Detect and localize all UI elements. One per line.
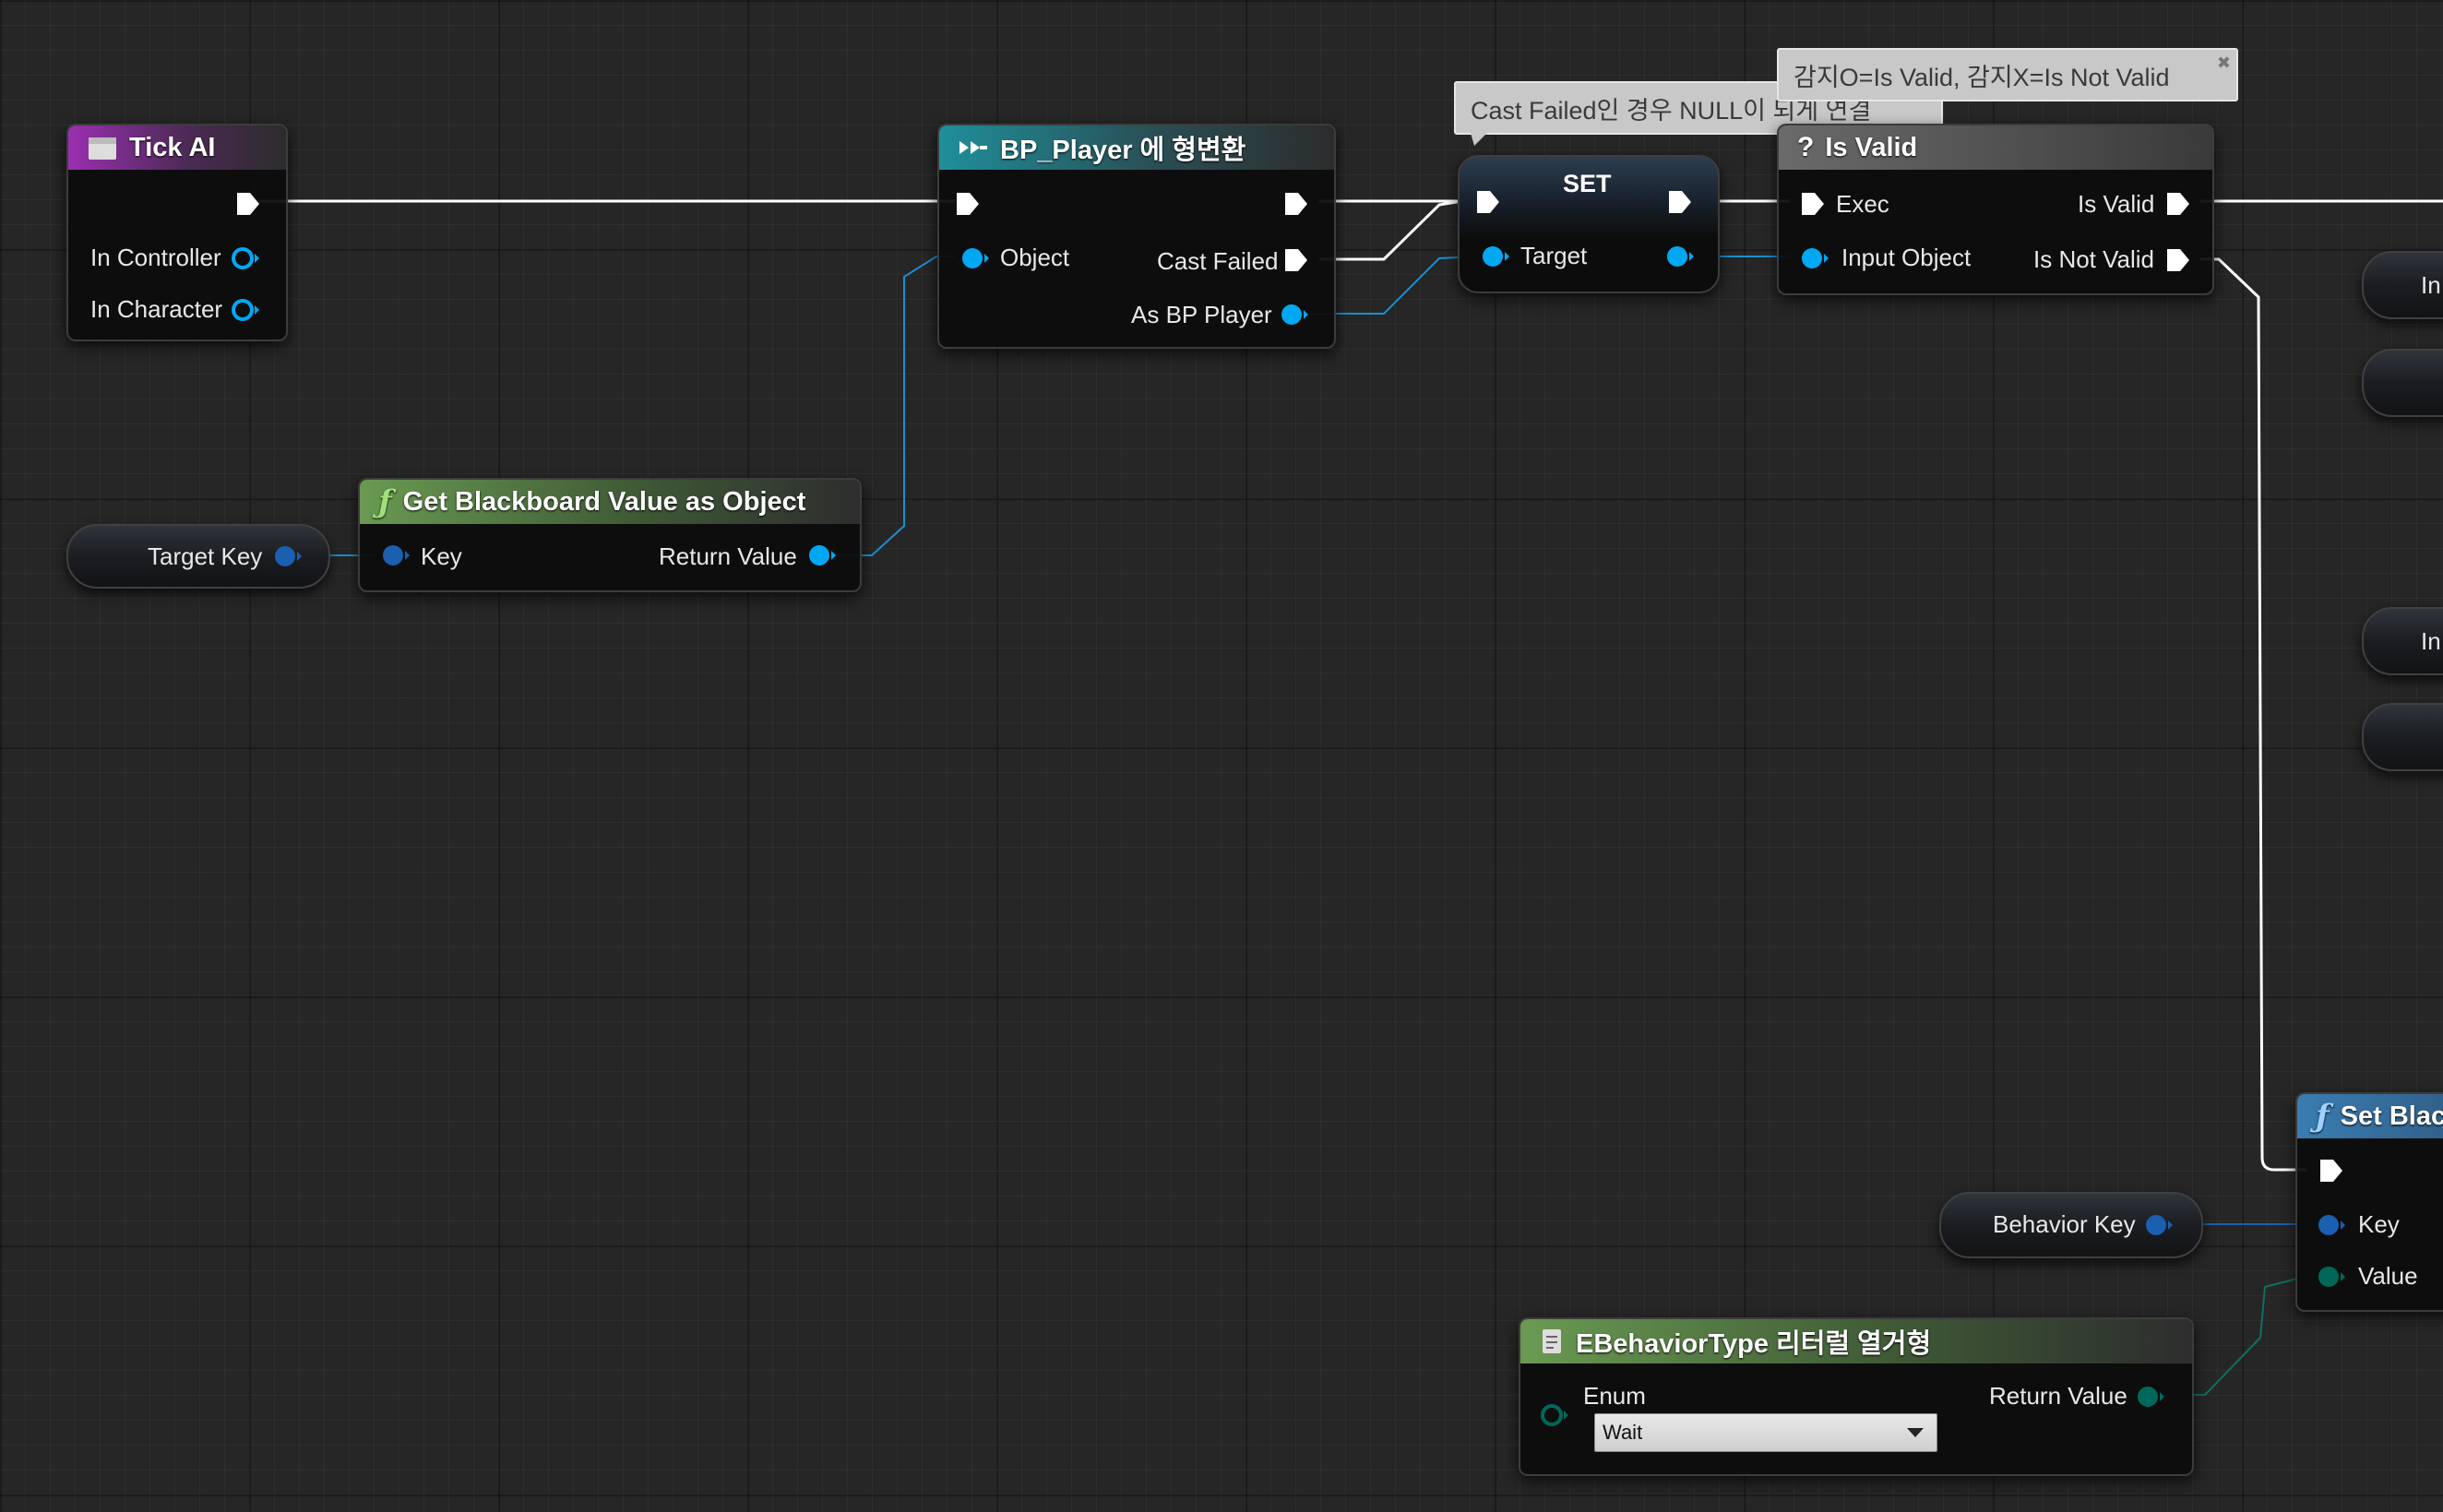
exec-out-pin[interactable] [1282, 246, 1310, 274]
pin-label-as-bp-player: As BP Player [1131, 301, 1272, 328]
pin-label-in-character: In Character [90, 295, 223, 323]
pin-label-in-controller: In Controller [90, 244, 221, 271]
partial-node-4[interactable] [2362, 703, 2443, 771]
exec-out-pin[interactable] [2164, 190, 2192, 218]
object-in-pin[interactable] [1480, 244, 1511, 269]
enum-in-pin[interactable] [2316, 1264, 2347, 1290]
is-valid-node[interactable]: ? Is Valid Exec Is Valid Input Object Is… [1777, 124, 2214, 295]
exec-in-pin[interactable] [1799, 190, 1827, 218]
pin-label-is-valid: Is Valid [2078, 190, 2155, 218]
event-icon [87, 134, 118, 161]
object-out-pin[interactable] [231, 244, 260, 272]
exec-out-pin[interactable] [2164, 246, 2192, 274]
pin-label-object: Object [1000, 244, 1070, 271]
exec-in-pin[interactable] [954, 190, 982, 218]
partial-label: In [2421, 271, 2441, 299]
exec-in-pin[interactable] [1474, 188, 1502, 216]
pin-comment-icon[interactable]: ✖ [2216, 54, 2231, 72]
enum-in-pin[interactable] [1539, 1402, 1570, 1428]
node-title: Get Blackboard Value as Object [402, 486, 806, 517]
exec-wire-notvalid-to-setbb [2200, 257, 2306, 1172]
partial-label: In [2421, 627, 2441, 655]
node-header: BP_Player 에 형변환 [939, 125, 1334, 170]
set-blackboard-value-node[interactable]: ƒ Set Blac Key Value [2295, 1092, 2443, 1312]
partial-node-in-1[interactable]: In [2362, 251, 2443, 319]
pin-label-enum: Enum [1583, 1382, 1646, 1410]
enum-literal-node[interactable]: EBehaviorType 리터럴 열거형 Enum Wait Return V… [1519, 1317, 2194, 1476]
object-in-pin[interactable] [2316, 1212, 2347, 1238]
node-title: Set Blac [2340, 1101, 2443, 1131]
node-title: Tick AI [129, 132, 216, 162]
function-icon: ƒ [378, 483, 392, 520]
pin-label-return-value: Return Value [659, 542, 797, 570]
node-header: ƒ Set Blac [2297, 1094, 2443, 1138]
question-icon: ? [1797, 132, 1815, 162]
exec-out-pin[interactable] [1282, 190, 1310, 218]
behavior-key-variable[interactable]: Behavior Key [1939, 1192, 2203, 1258]
cast-icon [958, 138, 989, 157]
object-out-pin[interactable] [273, 543, 303, 569]
cast-to-bp-player-node[interactable]: BP_Player 에 형변환 Object Cast Failed As BP… [937, 124, 1336, 349]
function-icon: ƒ [2316, 1098, 2330, 1135]
exec-wire-castfailed-to-set [1319, 199, 1463, 261]
node-title: Is Valid [1825, 132, 1918, 162]
variable-label: Behavior Key [1993, 1210, 2136, 1238]
node-header: ? Is Valid [1779, 125, 2212, 170]
comment-pointer-icon [1471, 133, 1487, 146]
pin-label-exec: Exec [1836, 190, 1889, 218]
exec-in-pin[interactable] [2318, 1157, 2345, 1185]
variable-label: Target Key [148, 542, 263, 570]
partial-node-2[interactable] [2362, 349, 2443, 417]
object-out-pin[interactable] [2144, 1212, 2174, 1238]
set-variable-node[interactable]: SET Target [1458, 155, 1720, 293]
object-in-pin[interactable] [1799, 245, 1830, 271]
node-title: SET [1563, 170, 1612, 197]
target-key-variable[interactable]: Target Key [66, 524, 330, 589]
pin-label-return-value: Return Value [1989, 1382, 2127, 1410]
pin-label-target: Target [1520, 242, 1588, 269]
pin-label-key: Key [2358, 1210, 2400, 1238]
object-in-pin[interactable] [380, 542, 411, 568]
enum-dropdown[interactable]: Wait [1594, 1413, 1937, 1452]
comment-text: 감지O=Is Valid, 감지X=Is Not Valid [1794, 63, 2170, 91]
partial-node-in-3[interactable]: In [2362, 607, 2443, 675]
object-out-pin[interactable] [1664, 244, 1696, 269]
exec-out-pin[interactable] [234, 190, 262, 218]
object-out-pin[interactable] [1279, 302, 1310, 327]
comment-is-valid-note[interactable]: 감지O=Is Valid, 감지X=Is Not Valid ✖ [1777, 48, 2238, 101]
exec-out-pin[interactable] [1666, 188, 1694, 216]
node-title: BP_Player 에 형변환 [1000, 136, 1246, 165]
pin-label-input-object: Input Object [1841, 244, 1972, 271]
enum-selected-value: Wait [1603, 1421, 1643, 1444]
pin-label-key: Key [421, 542, 462, 570]
object-out-pin[interactable] [806, 542, 838, 568]
object-out-pin[interactable] [231, 296, 260, 324]
node-header: EBehaviorType 리터럴 열거형 [1520, 1319, 2192, 1363]
pin-label-value: Value [2358, 1262, 2418, 1290]
node-header: Tick AI [68, 125, 286, 170]
node-header: ƒ Get Blackboard Value as Object [360, 480, 860, 524]
enum-out-pin[interactable] [2135, 1384, 2166, 1410]
pin-label-cast-failed: Cast Failed [1157, 247, 1279, 275]
get-blackboard-value-node[interactable]: ƒ Get Blackboard Value as Object Key Ret… [358, 478, 862, 592]
object-in-pin[interactable] [959, 245, 991, 271]
pin-label-is-not-valid: Is Not Valid [2033, 245, 2155, 273]
tick-ai-node[interactable]: Tick AI In Controller In Character [66, 124, 288, 341]
node-title: EBehaviorType 리터럴 열거형 [1576, 1329, 1932, 1359]
enum-icon [1539, 1327, 1565, 1355]
chevron-down-icon [1907, 1428, 1924, 1437]
